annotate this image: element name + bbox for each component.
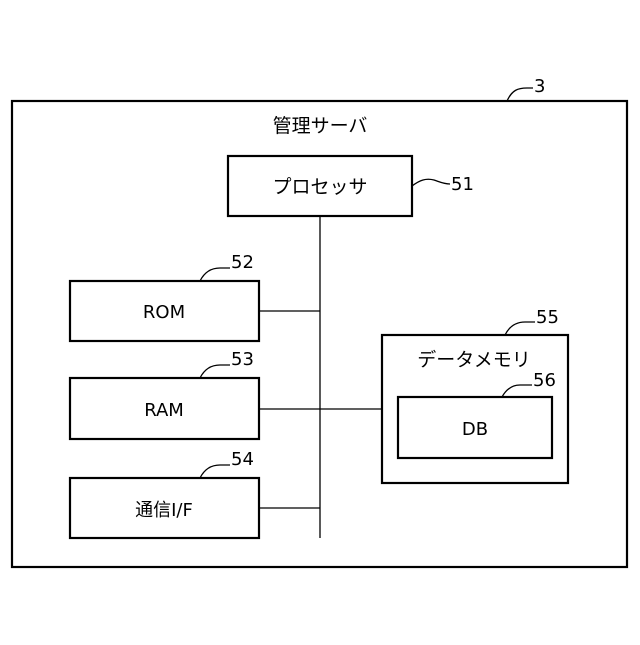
comm-if-label: 通信I/F (135, 500, 193, 521)
data-memory-ref-number: 55 (536, 307, 559, 328)
processor-label: プロセッサ (272, 176, 367, 198)
processor-ref-number: 51 (451, 174, 474, 195)
db-ref-number: 56 (533, 370, 556, 391)
server-ref-leader (507, 88, 533, 101)
rom-ref-number: 52 (231, 252, 254, 273)
ram-ref-number: 53 (231, 349, 254, 370)
management-server-label: 管理サーバ (273, 115, 368, 137)
server-ref-number: 3 (534, 76, 545, 97)
comm-if-ref-number: 54 (231, 449, 254, 470)
rom-label: ROM (143, 302, 185, 323)
data-memory-label: データメモリ (417, 349, 530, 371)
db-label: DB (462, 419, 488, 440)
ram-label: RAM (144, 400, 184, 421)
